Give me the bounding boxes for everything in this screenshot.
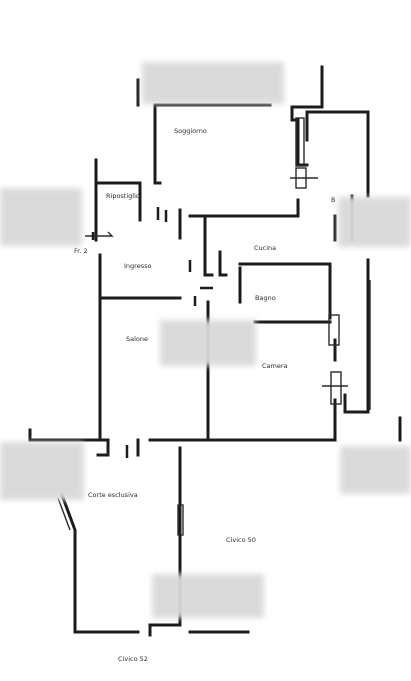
wall-soggiorno-bottom	[188, 198, 300, 218]
label-camera: Camera	[262, 362, 288, 370]
wall-courtyard-stub	[91, 438, 110, 457]
doors	[85, 207, 213, 458]
label-civico-52: Civico 52	[118, 655, 148, 663]
label-soggiorno: Soggiorno	[174, 127, 207, 135]
redacted-patch-right-upper	[338, 197, 411, 247]
wall-soggiorno-left	[153, 103, 162, 185]
redacted-patch-center	[160, 320, 256, 366]
redacted-patch-left-lower	[0, 442, 84, 500]
label-balcony-fragment: B	[331, 196, 335, 204]
label-cucina: Cucina	[254, 244, 276, 252]
window-camera	[330, 371, 342, 405]
label-ripostiglio: Ripostiglio	[106, 192, 140, 200]
redacted-patch-bottom	[152, 574, 264, 618]
wall-salone-left	[98, 300, 110, 442]
window-courtyard	[177, 504, 184, 536]
wall-civico-52-left	[60, 493, 140, 634]
walls	[28, 65, 402, 637]
wall-courtyard-diagonal	[57, 497, 71, 531]
redacted-patch-top	[142, 62, 284, 104]
redacted-patch-right-lower	[340, 446, 411, 494]
wall-cucina-bottom	[238, 262, 332, 292]
label-bagno: Bagno	[255, 294, 276, 302]
label-salone: Salone	[126, 335, 148, 343]
labels: Soggiorno Ripostiglio Ingresso Cucina Ba…	[74, 127, 335, 663]
window-soggiorno-right	[295, 117, 305, 167]
entrance-arrow	[85, 231, 114, 237]
wall-top-right	[290, 65, 324, 109]
wall-right-outer	[305, 110, 370, 198]
window-bagno	[328, 314, 340, 346]
wall-right-outer-lower	[343, 258, 370, 414]
wall-soggiorno-right	[290, 105, 309, 167]
label-entrance-mark: Fr. 2	[74, 247, 88, 255]
wall-cucina-left	[203, 214, 214, 277]
redacted-patch-left	[0, 188, 82, 246]
wall-camera-bottom	[206, 398, 337, 442]
label-civico-50: Civico 50	[226, 536, 256, 544]
wall-ripostiglio	[94, 181, 142, 222]
label-corte-esclusiva: Corte esclusiva	[88, 491, 138, 499]
windows	[57, 117, 371, 536]
wall-cucina-inner	[218, 250, 228, 277]
label-ingresso: Ingresso	[124, 262, 151, 270]
wall-courtyard-divider	[148, 446, 182, 637]
wall-courtyard-left	[28, 428, 92, 442]
